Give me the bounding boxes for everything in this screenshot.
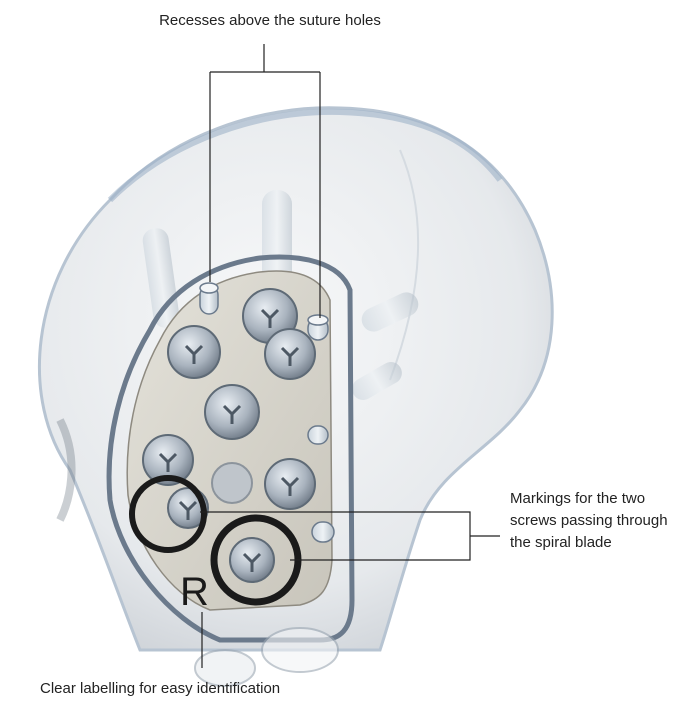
empty-screw-hole [212, 463, 252, 503]
suture-recess-lower [308, 426, 328, 444]
side-marking-letter: R [180, 570, 209, 614]
suture-recess-bottom [312, 522, 334, 542]
callout-suture-recesses: Recesses above the suture holes [0, 10, 540, 32]
callout-labelling: Clear labelling for easy identification [40, 678, 440, 700]
callout-screw-markings: Markings for the two screws passing thro… [510, 488, 675, 554]
